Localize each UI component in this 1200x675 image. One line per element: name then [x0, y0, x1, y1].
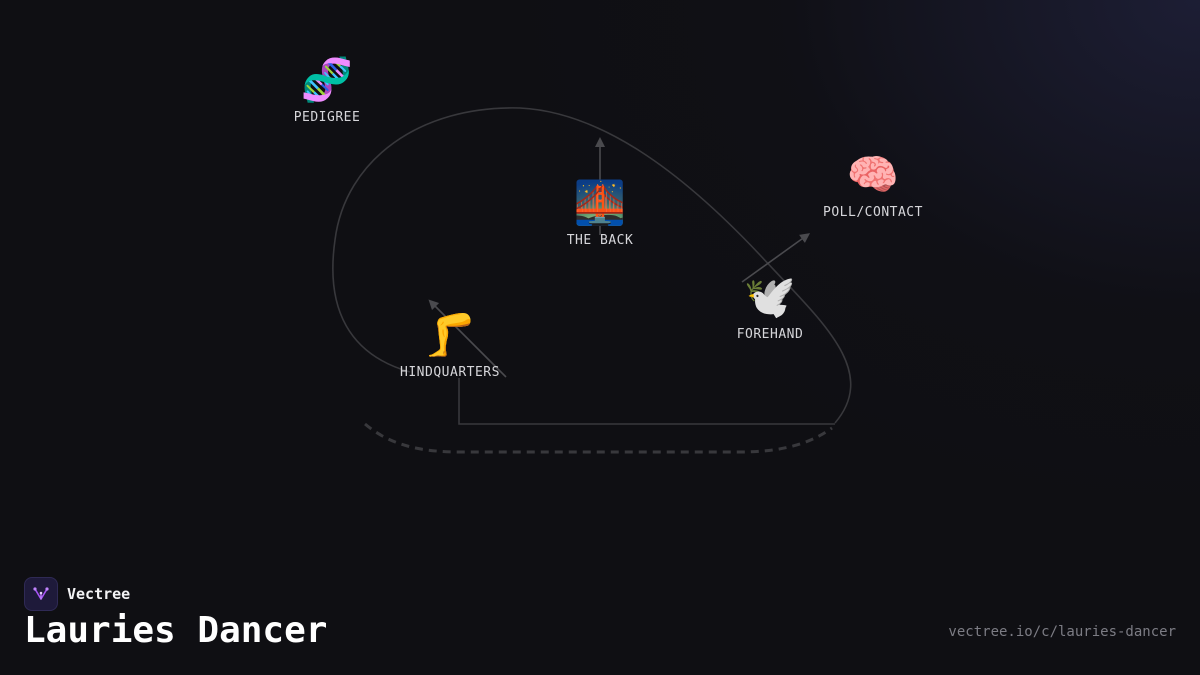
- footer-url-link[interactable]: vectree.io/c/lauries-dancer: [948, 624, 1176, 640]
- node-hindquarters[interactable]: 🦵 HINDQUARTERS: [370, 310, 530, 381]
- node-label: POLL/CONTACT: [823, 205, 923, 220]
- brain-icon: 🧠: [846, 150, 900, 199]
- dove-icon: 🕊️: [743, 272, 797, 321]
- outer-loop-curve: [332, 107, 852, 424]
- vectree-logo-icon: [24, 577, 58, 611]
- brand[interactable]: Vectree: [24, 577, 130, 611]
- hindquarters-to-base-connector: [458, 378, 835, 425]
- forehand-arrow: [741, 233, 811, 283]
- hindquarters-arrow: [428, 299, 507, 378]
- page-title: Lauries Dancer: [24, 610, 328, 651]
- node-label: HINDQUARTERS: [400, 365, 500, 380]
- leg-icon: 🦵: [423, 310, 477, 359]
- node-label: THE BACK: [566, 233, 634, 248]
- node-forehand[interactable]: 🕊️ FOREHAND: [690, 272, 850, 343]
- bridge-icon: 🌉: [573, 178, 627, 227]
- node-pedigree[interactable]: 🧬 PEDIGREE: [247, 55, 407, 126]
- node-the-back[interactable]: 🌉 THE BACK: [520, 178, 680, 249]
- node-label: FOREHAND: [736, 327, 804, 342]
- node-poll-contact[interactable]: 🧠 POLL/CONTACT: [793, 150, 953, 221]
- brand-name: Vectree: [67, 585, 131, 603]
- node-label: PEDIGREE: [293, 110, 361, 125]
- dna-icon: 🧬: [300, 55, 354, 104]
- dashed-return-curve: [364, 422, 833, 454]
